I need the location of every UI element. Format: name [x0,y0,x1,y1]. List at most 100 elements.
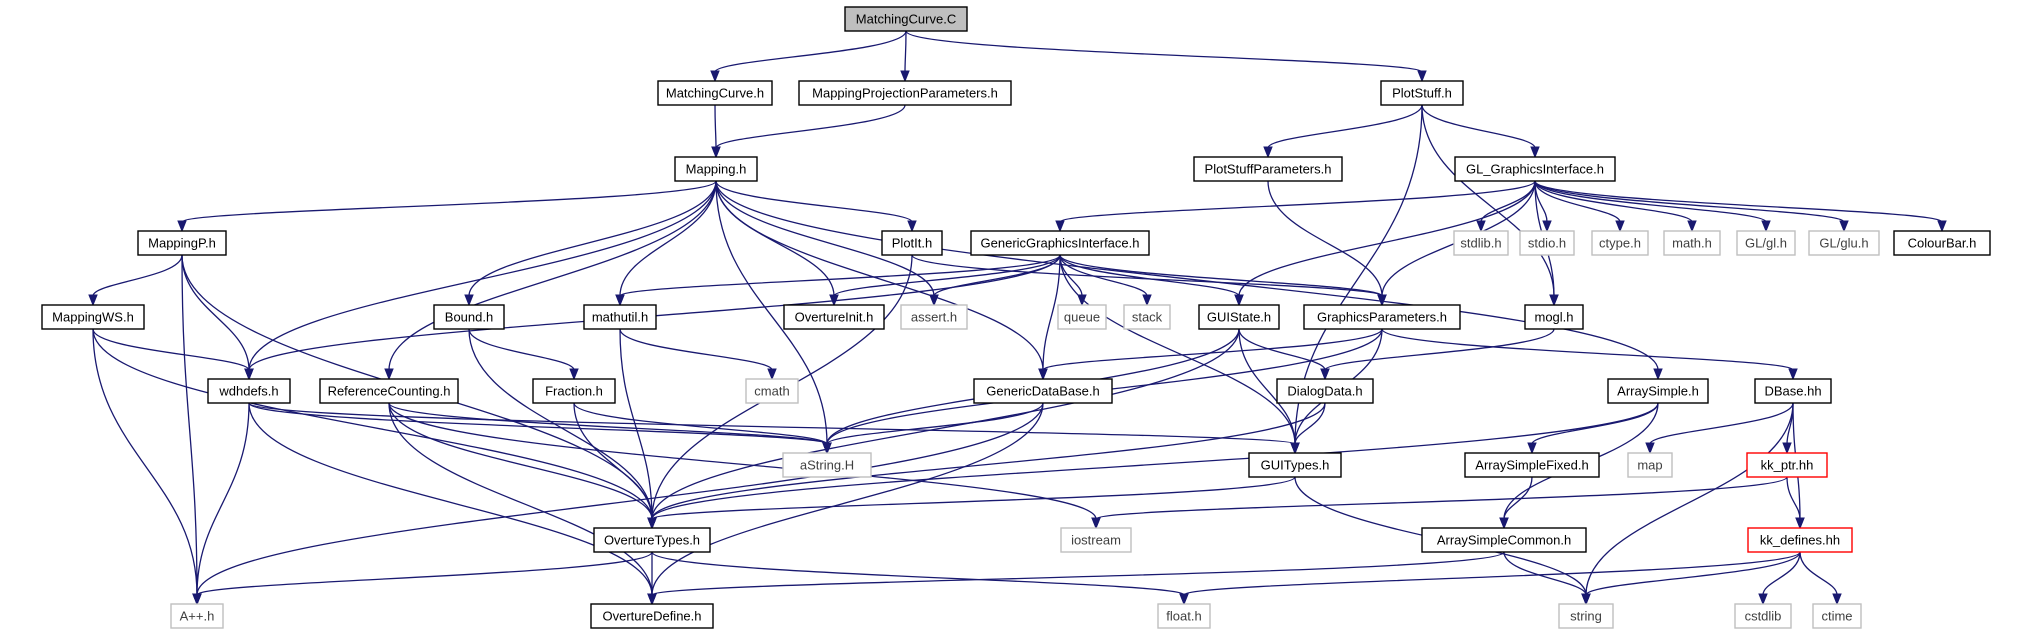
node-label: GUIState.h [1207,310,1271,325]
node-mathutil_h[interactable]: mathutil.h [583,304,657,330]
node-guitypes_h[interactable]: GUITypes.h [1248,452,1342,478]
node-box [900,304,968,330]
node-dialogdata_h[interactable]: DialogData.h [1276,378,1374,404]
node-queue[interactable]: queue [1057,304,1107,330]
node-label: MatchingCurve.C [856,12,956,27]
node-mapping_h[interactable]: Mapping.h [674,156,758,182]
node-stack[interactable]: stack [1123,304,1171,330]
edge-genericgraphicsinterface_h-to-guistate_h [1059,254,1244,307]
node-box [881,230,943,256]
node-mogl_h[interactable]: mogl.h [1524,304,1584,330]
node-genericgraphicsinterface_h[interactable]: GenericGraphicsInterface.h [970,230,1150,256]
node-plotstuff_h[interactable]: PlotStuff.h [1380,80,1464,106]
node-box [590,603,714,629]
edge-mapping_h-to-plotit_h [715,180,917,233]
node-astring_h[interactable]: aString.H [782,452,872,478]
node-box [657,80,773,106]
node-label: string [1570,609,1602,624]
node-plotit_h[interactable]: PlotIt.h [881,230,943,256]
node-float_h[interactable]: float.h [1157,603,1211,629]
node-ctime[interactable]: ctime [1812,603,1862,629]
edge-mapping_h-to-referencecounting_h [384,180,717,381]
node-cmath[interactable]: cmath [745,378,799,404]
edge-graphicsparameters_h-to-dbase_hh [1381,328,1798,381]
node-label: Bound.h [445,310,493,325]
edge-matchingcurve_c-to-plotstuff_h [905,30,1427,83]
node-box [745,378,799,404]
node-mappingprojectionparameters_h[interactable]: MappingProjectionParameters.h [798,80,1012,106]
node-box [1519,230,1575,256]
node-label: MatchingCurve.h [666,86,764,101]
node-bound_h[interactable]: Bound.h [433,304,505,330]
node-fraction_h[interactable]: Fraction.h [532,378,616,404]
node-genericdatabase_h[interactable]: GenericDataBase.h [973,378,1113,404]
node-label: iostream [1071,533,1121,548]
node-colourbar_h[interactable]: ColourBar.h [1893,230,1991,256]
node-mappingws_h[interactable]: MappingWS.h [41,304,145,330]
node-arraysimplefixed_h[interactable]: ArraySimpleFixed.h [1464,452,1600,478]
node-ctype_h[interactable]: ctype.h [1591,230,1649,256]
edge-matchingcurve_c-to-matchingcurve_h [710,30,907,83]
edge-overturetypes_h-to-float_h [651,551,1189,606]
node-graphicsparameters_h[interactable]: GraphicsParameters.h [1303,304,1461,330]
node-wdhdefs_h[interactable]: wdhdefs.h [207,378,291,404]
node-box [137,230,227,256]
node-overturetypes_h[interactable]: OvertureTypes.h [593,527,711,553]
node-box [674,156,758,182]
node-a_h[interactable]: A++.h [170,603,224,629]
node-referencecounting_h[interactable]: ReferenceCounting.h [319,378,459,404]
node-assert_h[interactable]: assert.h [900,304,968,330]
node-label: MappingWS.h [52,310,134,325]
node-map[interactable]: map [1627,452,1673,478]
node-stdlib_h[interactable]: stdlib.h [1453,230,1509,256]
node-label: DialogData.h [1287,384,1362,399]
node-string[interactable]: string [1558,603,1614,629]
edge-gl_graphicsinterface_h-to-ctype_h [1534,180,1625,233]
node-iostream[interactable]: iostream [1060,527,1132,553]
node-label: GL_GraphicsInterface.h [1466,162,1604,177]
node-box [844,6,968,32]
node-gl_glu_h[interactable]: GL/glu.h [1808,230,1880,256]
edge-overturetypes_h-to-a_h [192,551,653,606]
edge-plotstuff_h-to-plotstuffparameters_h [1263,104,1423,159]
node-plotstuffparameters_h[interactable]: PlotStuffParameters.h [1193,156,1343,182]
node-mappingp_h[interactable]: MappingP.h [137,230,227,256]
node-matchingcurve_h[interactable]: MatchingCurve.h [657,80,773,106]
node-kk_ptr_hh[interactable]: kk_ptr.hh [1746,452,1828,478]
node-arraysimple_h[interactable]: ArraySimple.h [1607,378,1709,404]
node-gl_graphicsinterface_h[interactable]: GL_GraphicsInterface.h [1454,156,1616,182]
node-box [1060,527,1132,553]
edge-kk_defines_hh-to-cstdlib [1758,551,1801,606]
edge-wdhdefs_h-to-a_h [192,402,250,606]
node-box [207,378,291,404]
node-kk_defines_hh[interactable]: kk_defines.hh [1747,527,1853,553]
node-box [583,304,657,330]
node-box [1464,452,1600,478]
node-math_h[interactable]: math.h [1663,230,1721,256]
node-label: ArraySimple.h [1617,384,1699,399]
edge-kk_defines_hh-to-float_h [1179,551,1801,606]
edge-arraysimple_h-to-arraysimplefixed_h [1527,402,1659,455]
node-label: GL/glu.h [1819,236,1868,251]
node-box [1421,527,1587,553]
node-guistate_h[interactable]: GUIState.h [1198,304,1280,330]
node-label: PlotStuff.h [1392,86,1452,101]
node-matchingcurve_c[interactable]: MatchingCurve.C [844,6,968,32]
node-arraysimplecommon_h[interactable]: ArraySimpleCommon.h [1421,527,1587,553]
node-overtureinit_h[interactable]: OvertureInit.h [783,304,885,330]
node-dbase_hh[interactable]: DBase.hh [1754,378,1832,404]
edge-kk_ptr_hh-to-iostream [1091,476,1788,530]
node-overturedefine_h[interactable]: OvertureDefine.h [590,603,714,629]
node-label: stack [1132,310,1163,325]
node-box [1627,452,1673,478]
node-box [1057,304,1107,330]
node-label: GraphicsParameters.h [1317,310,1447,325]
node-box [973,378,1113,404]
node-box [1812,603,1862,629]
node-label: cstdlib [1745,609,1782,624]
node-box [1558,603,1614,629]
node-stdio_h[interactable]: stdio.h [1519,230,1575,256]
node-gl_gl_h[interactable]: GL/gl.h [1736,230,1796,256]
node-cstdlib[interactable]: cstdlib [1734,603,1792,629]
